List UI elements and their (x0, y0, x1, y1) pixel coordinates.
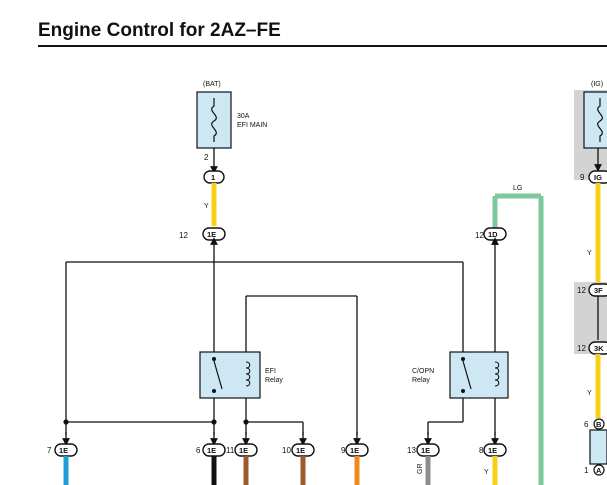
splice-3 (243, 419, 249, 425)
conn-b11-pin: 11 (226, 446, 235, 455)
wire-color-lg: LG (513, 185, 522, 192)
connector-b6[interactable]: 1E (202, 443, 226, 457)
splice-2 (211, 419, 217, 425)
relay-coil-icon (245, 361, 251, 387)
fuse-icon (211, 98, 217, 142)
conn-e12-pin: 12 (179, 231, 188, 240)
conn-b9-pin: 9 (341, 446, 346, 455)
connector-3k-id: 3K (594, 344, 604, 353)
bottom-arrows (62, 432, 499, 446)
connector-b9[interactable]: 1E (345, 443, 369, 457)
copn-relay-line2: Relay (412, 377, 430, 384)
wire-color-y-b8: Y (484, 469, 489, 476)
connector-b13-id: 1E (421, 446, 430, 455)
connector-e12-id: 1E (207, 230, 216, 239)
junction-block[interactable] (589, 429, 607, 465)
connector-b8-id: 1E (488, 446, 497, 455)
copn-relay[interactable] (449, 351, 509, 399)
connector-b[interactable]: B (593, 418, 605, 430)
fuse-rating: 30A (237, 113, 250, 120)
connector-e12[interactable]: 1E (202, 227, 226, 241)
connector-b7[interactable]: 1E (54, 443, 78, 457)
connector-3f[interactable]: 3F (588, 283, 607, 297)
fuse-name: EFI MAIN (237, 122, 267, 129)
fuse-efi-main[interactable] (196, 91, 232, 149)
page-title: Engine Control for 2AZ–FE (38, 20, 281, 41)
efi-relay[interactable] (199, 351, 261, 399)
connector-b8[interactable]: 1E (483, 443, 507, 457)
connector-b7-id: 1E (59, 446, 68, 455)
fuse-ig[interactable] (583, 91, 607, 149)
efi-relay-line1: EFI (265, 368, 276, 375)
connector-1-id: 1 (211, 173, 215, 182)
connector-b11[interactable]: 1E (234, 443, 258, 457)
connector-ig9[interactable]: IG (588, 170, 607, 184)
conn-b-pin: 6 (584, 420, 589, 429)
connector-b6-id: 1E (207, 446, 216, 455)
fuse-ig-icon (597, 98, 603, 142)
connector-b13[interactable]: 1E (416, 443, 440, 457)
conn-b6-pin: 6 (196, 446, 201, 455)
conn-3f-pin: 12 (577, 286, 586, 295)
conn-ig9-pin: 9 (580, 173, 585, 182)
connector-ig9-id: IG (594, 173, 602, 182)
connector-b-id: B (596, 420, 602, 429)
copn-relay-line1: C/OPN (412, 368, 434, 375)
connector-1[interactable]: 1 (203, 170, 225, 184)
conn-b7-pin: 7 (47, 446, 52, 455)
conn-b10-pin: 10 (282, 446, 291, 455)
splice-1 (63, 419, 69, 425)
copn-coil-icon (494, 361, 500, 387)
connector-d12-id: 1D (488, 230, 498, 239)
fuse-pin: 2 (204, 153, 209, 162)
conn-d12-pin: 12 (475, 231, 484, 240)
ig-label: (IG) (591, 81, 603, 88)
title-rule (38, 45, 607, 47)
wire-color-y-bat: Y (204, 203, 209, 210)
connector-b11-id: 1E (239, 446, 248, 455)
connector-b9-id: 1E (350, 446, 359, 455)
connector-3k[interactable]: 3K (588, 341, 607, 355)
wire-color-y-lower: Y (587, 390, 592, 397)
wire-color-y-ig: Y (587, 250, 592, 257)
conn-3k-pin: 12 (577, 344, 586, 353)
connector-a-id: A (596, 466, 602, 475)
connector-b10[interactable]: 1E (291, 443, 315, 457)
bat-label: (BAT) (203, 81, 221, 88)
connector-d12[interactable]: 1D (483, 227, 507, 241)
conn-b8-pin: 8 (479, 446, 484, 455)
wire-color-gr: GR (417, 464, 424, 475)
conn-b13-pin: 13 (407, 446, 416, 455)
connector-b10-id: 1E (296, 446, 305, 455)
efi-relay-line2: Relay (265, 377, 283, 384)
connector-3f-id: 3F (594, 286, 603, 295)
conn-a-pin: 1 (584, 466, 589, 475)
connector-a[interactable]: A (593, 464, 605, 476)
